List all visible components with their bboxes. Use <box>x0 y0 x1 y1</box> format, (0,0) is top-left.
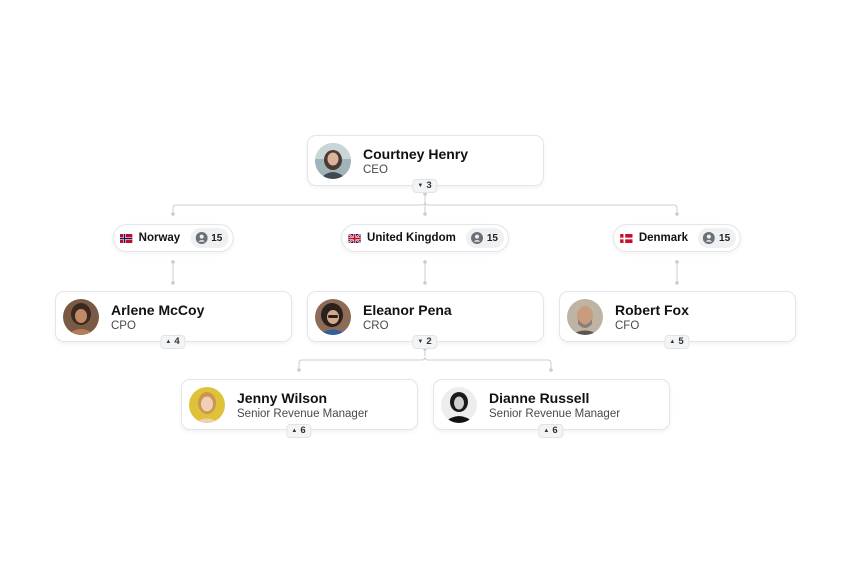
person-role: CRO <box>363 320 389 332</box>
person-role: Senior Revenue Manager <box>237 408 368 420</box>
caret-up-icon: ▲ <box>543 425 549 437</box>
expand-toggle-ceo[interactable]: ▼ 3 <box>412 179 437 193</box>
person-name: Jenny Wilson <box>237 390 327 406</box>
uk-flag-icon <box>348 234 361 243</box>
expand-toggle-jenny-wilson[interactable]: ▲ 6 <box>286 424 311 438</box>
member-count-value: 15 <box>719 233 730 244</box>
person-name: Courtney Henry <box>363 146 468 162</box>
group-label: Norway <box>139 232 181 244</box>
report-count: 6 <box>300 425 305 437</box>
person-role: CEO <box>363 164 388 176</box>
member-count: 15 <box>190 228 228 248</box>
person-icon <box>471 232 483 244</box>
group-pill-denmark[interactable]: Denmark 15 <box>613 224 741 252</box>
member-count-value: 15 <box>211 233 222 244</box>
caret-up-icon: ▲ <box>291 425 297 437</box>
person-role: CFO <box>615 320 639 332</box>
expand-toggle-cpo[interactable]: ▲ 4 <box>160 335 185 349</box>
person-name: Dianne Russell <box>489 390 589 406</box>
report-count: 3 <box>426 180 431 192</box>
member-count: 15 <box>466 228 504 248</box>
report-count: 4 <box>174 336 179 348</box>
group-pill-united-kingdom[interactable]: United Kingdom 15 <box>341 224 509 252</box>
person-icon <box>703 232 715 244</box>
group-label: United Kingdom <box>367 232 456 244</box>
avatar <box>315 299 351 335</box>
norway-flag-icon <box>120 234 133 243</box>
person-icon <box>195 232 207 244</box>
report-count: 6 <box>552 425 557 437</box>
caret-down-icon: ▼ <box>417 180 423 192</box>
report-count: 5 <box>678 336 683 348</box>
report-count: 2 <box>426 336 431 348</box>
expand-toggle-cro[interactable]: ▼ 2 <box>412 335 437 349</box>
avatar <box>63 299 99 335</box>
expand-toggle-dianne-russell[interactable]: ▲ 6 <box>538 424 563 438</box>
member-count-value: 15 <box>487 233 498 244</box>
caret-up-icon: ▲ <box>669 336 675 348</box>
group-label: Denmark <box>639 232 688 244</box>
avatar <box>567 299 603 335</box>
caret-up-icon: ▲ <box>165 336 171 348</box>
node-card-dianne-russell[interactable]: Dianne Russell Senior Revenue Manager <box>433 379 670 430</box>
avatar <box>441 387 477 423</box>
person-name: Eleanor Pena <box>363 302 452 318</box>
expand-toggle-cfo[interactable]: ▲ 5 <box>664 335 689 349</box>
caret-down-icon: ▼ <box>417 336 423 348</box>
avatar <box>189 387 225 423</box>
person-name: Arlene McCoy <box>111 302 204 318</box>
person-name: Robert Fox <box>615 302 689 318</box>
member-count: 15 <box>698 228 736 248</box>
group-pill-norway[interactable]: Norway 15 <box>113 224 234 252</box>
person-role: CPO <box>111 320 136 332</box>
denmark-flag-icon <box>620 234 633 243</box>
person-role: Senior Revenue Manager <box>489 408 620 420</box>
node-card-jenny-wilson[interactable]: Jenny Wilson Senior Revenue Manager <box>181 379 418 430</box>
avatar <box>315 143 351 179</box>
